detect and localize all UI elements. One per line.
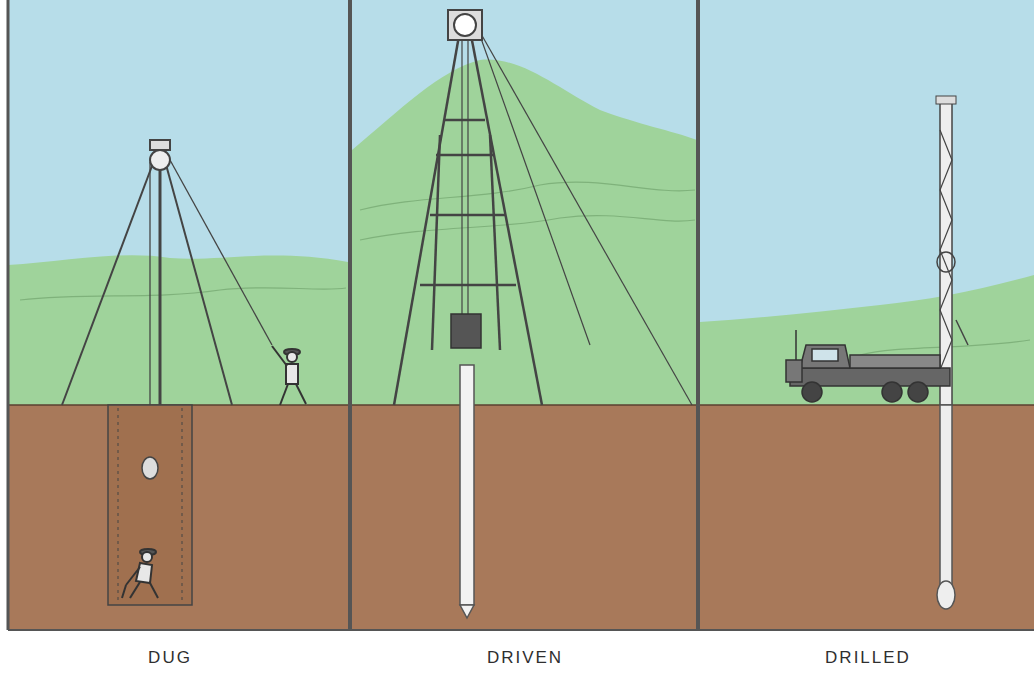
panel-label: DRIVEN [487, 648, 563, 668]
panel-label: DRILLED [825, 648, 911, 668]
panel-label: DUG [148, 648, 192, 668]
